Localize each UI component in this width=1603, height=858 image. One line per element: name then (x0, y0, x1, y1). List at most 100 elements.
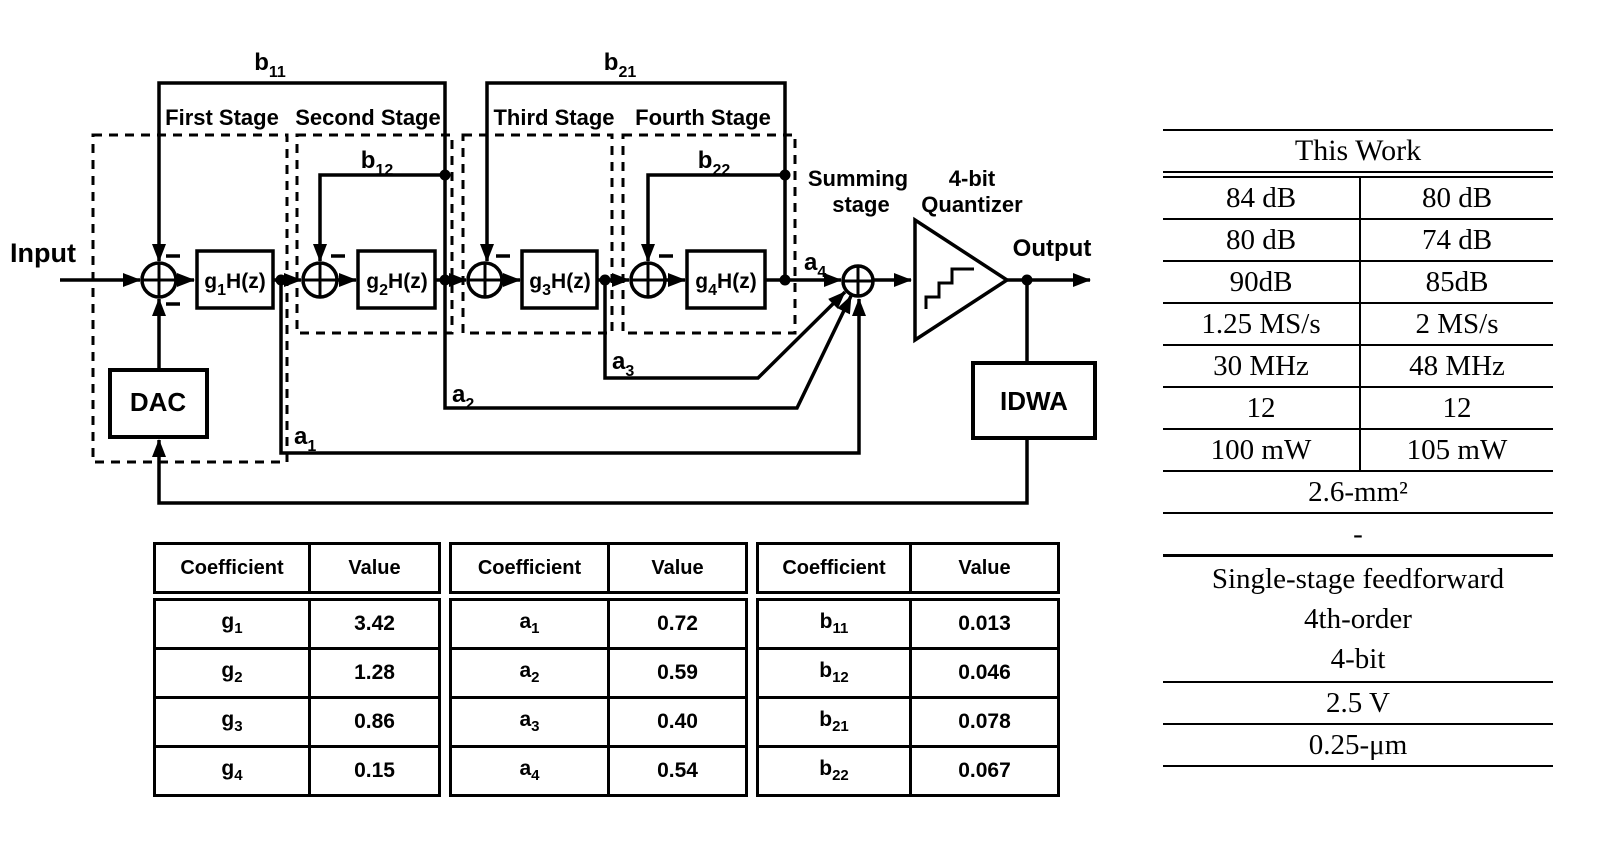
b11-label: b11 (254, 49, 286, 81)
minus-signs (166, 254, 673, 306)
spec-dash-cell: - (1163, 513, 1553, 557)
feedback-b12-line (313, 173, 445, 262)
dac-block (108, 368, 209, 439)
summing-junction-4 (629, 261, 667, 299)
table-row: b22 0.067 (756, 745, 1060, 797)
table-row: a2 0.59 (449, 647, 748, 699)
summing-junction-2 (301, 261, 339, 299)
architecture-line: 4th-order (1304, 603, 1412, 635)
spec-cell-right: 48 MHz (1360, 345, 1553, 388)
value-cell: 0.013 (909, 594, 1060, 650)
gain-label-g4: g4H(z) (695, 270, 756, 299)
coefficient-table: Coefficient Value g1 3.42 g2 1.28 g3 0.8… (153, 542, 1060, 797)
spec-cell-left: 30 MHz (1163, 345, 1361, 388)
spec-cell-left: 80 dB (1163, 219, 1361, 262)
spec-table-title: This Work (1163, 129, 1553, 178)
summing-stage-label-line1: Summing (808, 166, 908, 191)
b22-label: b22 (698, 147, 731, 179)
summing-junction-3 (466, 261, 504, 299)
table-row: b11 0.013 (756, 594, 1060, 650)
spec-cell-left: 84 dB (1163, 174, 1361, 220)
spec-cell-left: 90dB (1163, 261, 1361, 304)
coef-cell: b11 (756, 594, 912, 650)
gain-block-g4 (685, 249, 767, 310)
a1-label: a1 (294, 423, 316, 455)
spec-supply-cell: 2.5 V (1163, 682, 1553, 725)
a3-label: a3 (612, 348, 634, 380)
table-row: 80 dB 74 dB (1163, 219, 1553, 262)
third-stage-label: Third Stage (493, 105, 614, 130)
spec-area-cell: 2.6-mm² (1163, 471, 1553, 514)
summing-stage-junction (841, 264, 875, 298)
table-row: 30 MHz 48 MHz (1163, 345, 1553, 388)
signal-lines (60, 81, 1091, 505)
gain-block-g1 (195, 249, 275, 310)
spec-architecture-cell: Single-stage feedforward 4th-order 4-bit (1163, 555, 1553, 683)
idwa-label: IDWA (1000, 386, 1068, 416)
table-row: 2.6-mm² (1163, 471, 1553, 514)
table-row: Single-stage feedforward 4th-order 4-bit (1163, 555, 1553, 683)
architecture-line: 4-bit (1330, 643, 1386, 675)
third-stage-box (461, 133, 614, 335)
coef-cell: a2 (449, 647, 610, 699)
a4-label: a4 (804, 249, 826, 281)
table-row: - (1163, 513, 1553, 557)
second-stage-label: Second Stage (295, 105, 440, 130)
value-cell: 0.15 (308, 745, 441, 797)
spec-process-cell: 0.25-μm (1163, 724, 1553, 767)
node-dots (275, 169, 1033, 286)
table-row: 100 mW 105 mW (1163, 429, 1553, 472)
value-cell: 0.86 (308, 696, 441, 748)
fourth-stage-label: Fourth Stage (635, 105, 771, 130)
table-row: 2.5 V (1163, 682, 1553, 725)
gain-label-g1: g1H(z) (204, 270, 265, 299)
table-row: a4 0.54 (449, 745, 748, 797)
feedforward-a1-line (279, 280, 866, 455)
table-header-row: Coefficient Value (153, 542, 441, 601)
table-row: a3 0.40 (449, 696, 748, 748)
gain-label-g3: g3H(z) (529, 270, 590, 299)
value-cell: 0.72 (607, 594, 748, 650)
coef-cell: g1 (153, 594, 311, 650)
architecture-line: Single-stage feedforward (1211, 563, 1505, 595)
summing-junction-1 (140, 261, 178, 299)
spec-cell-right: 80 dB (1360, 174, 1553, 220)
coef-cell: b21 (756, 696, 912, 748)
first-stage-box (91, 133, 289, 464)
table-row: b12 0.046 (756, 647, 1060, 699)
spec-cell-left: 1.25 MS/s (1163, 303, 1361, 346)
coef-cell: b12 (756, 647, 912, 699)
fourth-stage-box (621, 133, 797, 335)
table-row: This Work (1163, 129, 1553, 178)
staircase-icon (924, 267, 974, 309)
spec-cell-right: 2 MS/s (1360, 303, 1553, 346)
coefficient-header: Coefficient (756, 542, 912, 601)
coefficient-table-g: Coefficient Value g1 3.42 g2 1.28 g3 0.8… (153, 542, 441, 797)
quantizer-label-line2: Quantizer (921, 192, 1023, 217)
feedback-b21-line (480, 81, 787, 280)
table-row: a1 0.72 (449, 594, 748, 650)
summing-stage-label-line2: stage (832, 192, 889, 217)
table-row: 0.25-μm (1163, 724, 1553, 767)
value-header: Value (607, 542, 748, 601)
value-cell: 0.067 (909, 745, 1060, 797)
table-row: 12 12 (1163, 387, 1553, 430)
coef-cell: a4 (449, 745, 610, 797)
table-row: g2 1.28 (153, 647, 441, 699)
b12-label: b12 (361, 147, 394, 179)
table-header-row: Coefficient Value (756, 542, 1060, 601)
quantizer-symbol (913, 216, 1011, 344)
spec-cell-right: 85dB (1360, 261, 1553, 304)
idwa-block (971, 361, 1097, 440)
input-label: Input (10, 238, 76, 268)
first-stage-label: First Stage (165, 105, 279, 130)
value-cell: 1.28 (308, 647, 441, 699)
value-header: Value (308, 542, 441, 601)
value-cell: 0.40 (607, 696, 748, 748)
gain-block-g2 (356, 249, 437, 310)
feedforward-a3-line (603, 280, 847, 380)
coef-cell: g4 (153, 745, 311, 797)
idwa-to-dac-feedback-line (152, 438, 1029, 505)
coef-cell: a3 (449, 696, 610, 748)
